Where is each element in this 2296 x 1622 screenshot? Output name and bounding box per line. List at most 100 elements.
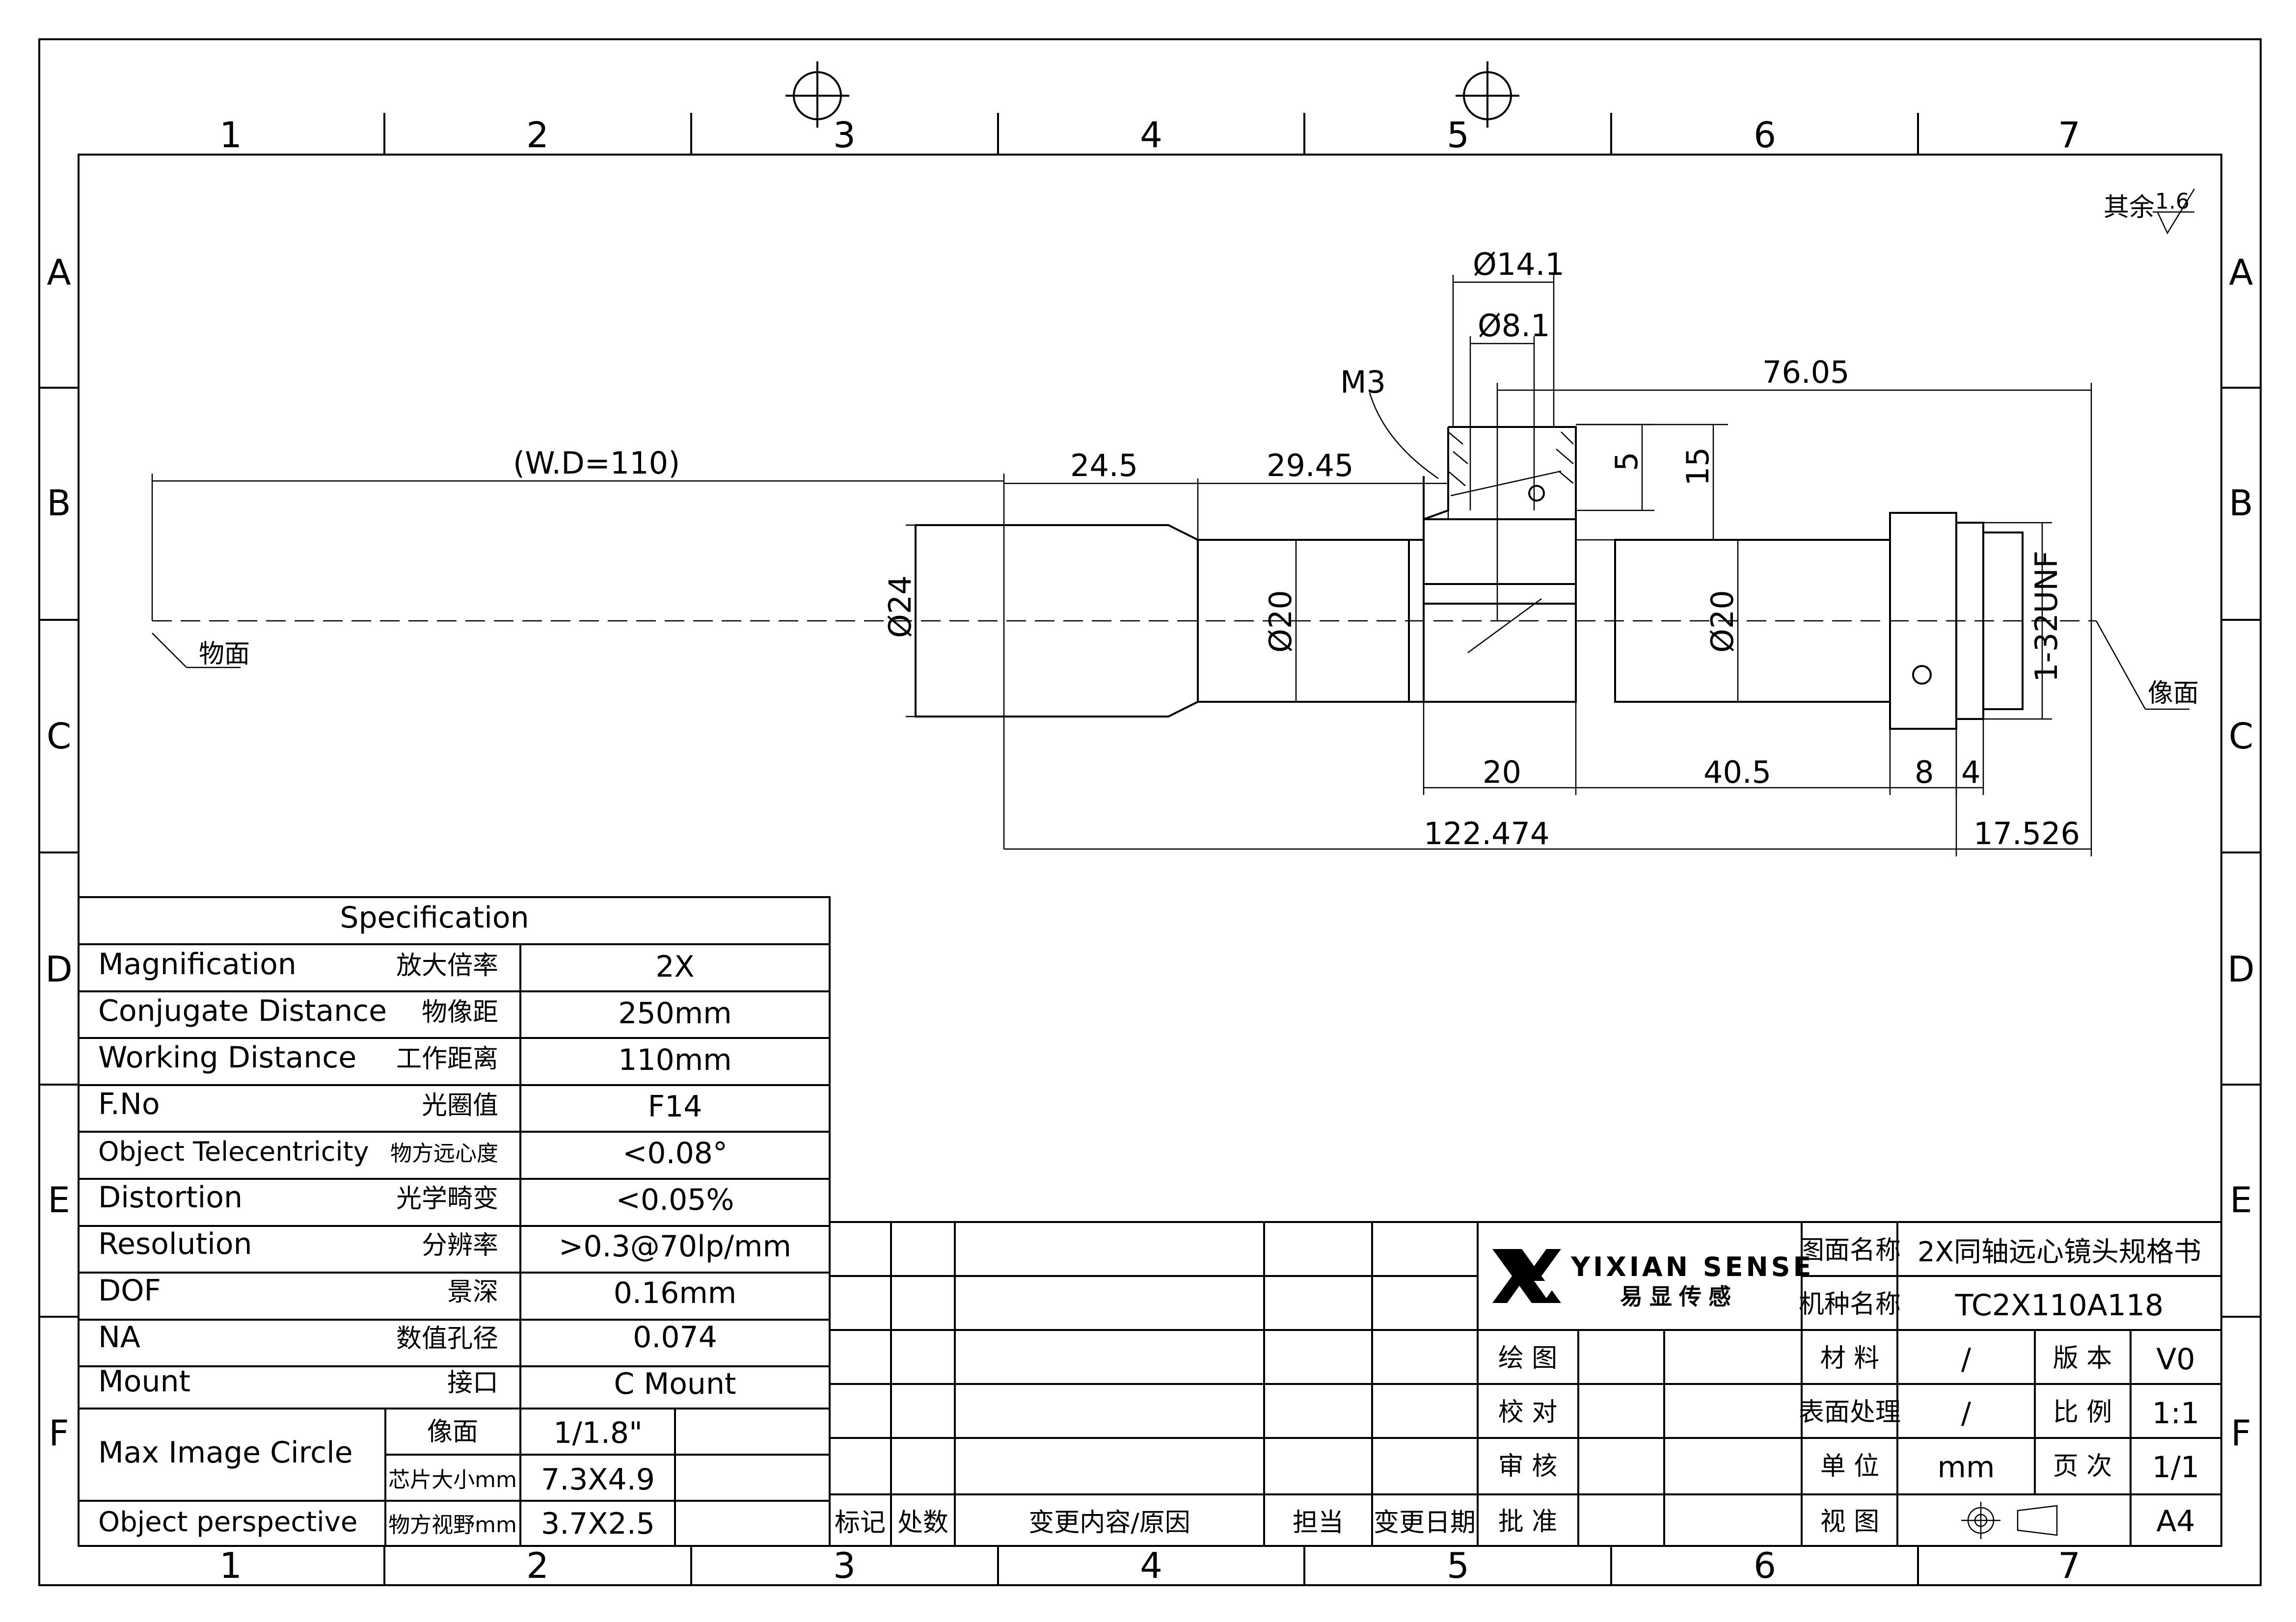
spec-cn-conjugate-distance: 物像距 [422,998,498,1027]
zone-dividers [39,113,2261,1585]
scale-label: 比 例 [2053,1398,2112,1427]
zone-col-2-top: 2 [526,114,549,156]
revision-table-grid [829,1221,1479,1547]
drawing-name-label: 图面名称 [1799,1236,1901,1265]
zone-col-1-top: 1 [219,114,242,156]
spec-cn-distortion: 光学畸变 [396,1184,498,1214]
spec-value-chip-size: 7.3X4.9 [541,1462,655,1497]
dim-length-76-05: 76.05 [1762,354,1850,390]
crosshair-icon [785,61,849,128]
zone-col-4-bottom: 4 [1140,1545,1162,1586]
spec-cn-mount: 接口 [447,1368,498,1398]
zone-col-7-top: 7 [2058,114,2080,156]
dim-diameter-20-front: Ø20 [1263,590,1298,653]
material-label: 材 料 [1820,1344,1880,1373]
version-label: 版 本 [2053,1344,2112,1373]
spec-cn-chip-size: 芯片大小mm [388,1467,517,1492]
crosshair-icon [1456,61,1519,128]
surface-value: / [1961,1396,1972,1431]
dim-length-122-474: 122.474 [1424,816,1549,851]
zone-row-b-right: B [2229,482,2253,524]
brand-name-cn: 易显传感 [1620,1283,1738,1310]
spec-cn-working-distance: 工作距离 [396,1044,498,1074]
page-label: 页 次 [2053,1452,2112,1481]
zone-col-6-bottom: 6 [1754,1545,1776,1586]
spec-cn-image-plane: 像面 [427,1417,478,1447]
spec-label-na: NA [98,1320,140,1355]
dim-height-5: 5 [1609,452,1645,471]
dim-length-24-5: 24.5 [1070,448,1138,483]
dim-length-20: 20 [1483,754,1521,790]
spec-value-resolution: >0.3@70lp/mm [559,1229,791,1264]
zone-col-1-bottom: 1 [219,1545,242,1586]
unit-label: 单 位 [1820,1452,1880,1481]
revision-header-mark: 标记 [835,1508,886,1538]
spec-label-working-distance: Working Distance [98,1040,356,1075]
dim-diameter-24: Ø24 [882,575,918,638]
surface-label: 表面处理 [1799,1398,1901,1427]
zone-row-f-right: F [2231,1412,2251,1454]
revision-header-date: 变更日期 [1374,1508,1476,1538]
dim-length-29-45: 29.45 [1267,448,1354,483]
model-number: TC2X110A118 [1955,1288,2163,1323]
projection-symbol-icon [1961,1502,2058,1539]
zone-col-5-bottom: 5 [1447,1545,1469,1586]
zone-row-a-right: A [2229,252,2253,293]
spec-label-magnification: Magnification [98,947,297,982]
zone-col-3-bottom: 3 [833,1545,856,1586]
dimension-lines [151,275,2189,856]
roughness-value: 1.6 [2155,189,2189,214]
unit-value: mm [1938,1450,1995,1485]
spec-cn-magnification: 放大倍率 [396,951,498,981]
model-label: 机种名称 [1799,1290,1901,1319]
spec-value-mount: C Mount [614,1367,736,1401]
zone-row-c-right: C [2229,716,2253,757]
roughness-prefix: 其余 [2104,193,2155,222]
title-block-grid [1477,1221,2222,1547]
sign-label-draw: 绘 图 [1498,1344,1558,1373]
label-image-plane: 像面 [2148,679,2199,708]
spec-cn-object-telecentricity: 物方远心度 [390,1141,498,1166]
spec-value-distortion: <0.05% [616,1183,734,1217]
spec-label-resolution: Resolution [98,1227,252,1261]
dim-diameter-20-rear: Ø20 [1704,590,1740,653]
zone-row-f-left: F [49,1412,69,1454]
spec-table-title: Specification [340,901,529,935]
revision-header-count: 处数 [897,1508,948,1538]
zone-col-5-top: 5 [1447,114,1469,156]
spec-label-object-telecentricity: Object Telecentricity [98,1136,369,1167]
spec-value-dof: 0.16mm [614,1276,737,1310]
dim-length-8: 8 [1915,754,1934,790]
dim-diameter-14-1: Ø14.1 [1473,246,1565,282]
zone-col-3-top: 3 [833,114,856,156]
dim-length-40-5: 40.5 [1703,754,1771,790]
spec-label-dof: DOF [98,1274,161,1308]
dim-height-15: 15 [1680,447,1716,486]
zone-row-c-left: C [47,716,71,757]
spec-value-image-plane: 1/1.8" [553,1416,642,1450]
dim-working-distance: (W.D=110) [513,445,680,481]
sign-label-check: 校 对 [1498,1398,1558,1427]
view-label: 视 图 [1820,1507,1880,1537]
spec-value-object-fov: 3.7X2.5 [541,1507,655,1541]
sign-label-review: 审 核 [1498,1452,1558,1481]
brand-name: YIXIAN SENSE [1570,1251,1814,1282]
spec-label-conjugate-distance: Conjugate Distance [98,994,387,1028]
roughness-symbol-icon [2153,188,2195,235]
spec-value-working-distance: 110mm [618,1043,731,1077]
spec-value-na: 0.074 [633,1320,717,1355]
dim-length-4: 4 [1961,754,1980,790]
zone-col-2-bottom: 2 [526,1545,549,1586]
spec-cn-dof: 景深 [447,1277,498,1307]
zone-row-e-left: E [48,1179,70,1221]
zone-col-7-bottom: 7 [2058,1545,2080,1586]
brand-logo-icon [1492,1249,1561,1303]
spec-label-distortion: Distortion [98,1180,243,1215]
spec-label-mount: Mount [98,1364,190,1399]
dim-thread-m3: M3 [1340,364,1386,400]
dim-length-17-526: 17.526 [1973,816,2080,851]
spec-cn-na: 数值孔径 [396,1324,498,1354]
page-value: 1/1 [2152,1450,2200,1485]
dim-thread-1-32unf: 1-32UNF [2028,551,2064,682]
spec-cn-fno: 光圈值 [422,1091,498,1120]
